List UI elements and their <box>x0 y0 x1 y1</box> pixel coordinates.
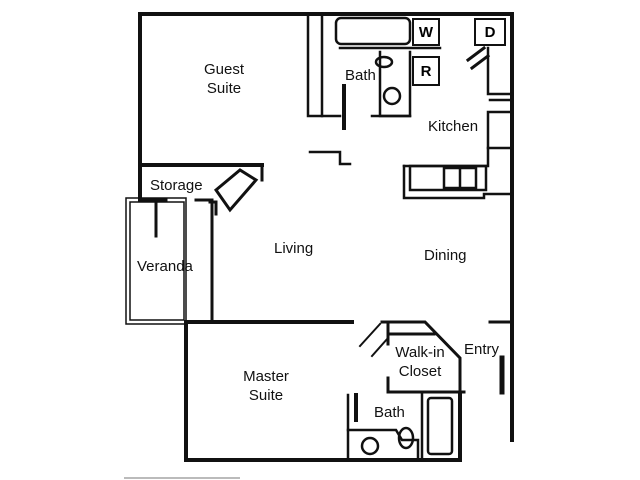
room-label-lower-bath: Bath <box>374 404 405 421</box>
washer-icon: W <box>412 18 440 46</box>
room-label-upper-bath: Bath <box>345 67 376 84</box>
room-label-walk-in-closet: Walk-in Closet <box>395 344 445 380</box>
veranda-outline <box>125 197 187 325</box>
entry-walls <box>488 320 514 395</box>
exterior-walls <box>138 12 514 462</box>
guest-closet <box>306 12 352 166</box>
refrigerator-icon: R <box>412 56 440 86</box>
room-label-living: Living <box>274 240 314 257</box>
room-label-storage: Storage <box>150 177 203 194</box>
room-label-master-suite: Master Suite <box>243 368 289 404</box>
room-label-veranda: Veranda <box>137 258 193 275</box>
lower-bath <box>346 390 454 462</box>
kitchen-walls <box>402 45 514 200</box>
room-label-dining: Dining <box>424 247 467 264</box>
room-label-guest-suite: Guest Suite <box>203 61 245 97</box>
walk-in-closet <box>358 320 466 397</box>
storage-walls <box>138 163 264 324</box>
room-label-kitchen: Kitchen <box>428 118 479 135</box>
room-label-entry: Entry <box>464 341 500 358</box>
upper-bath <box>334 16 442 118</box>
dryer-icon: D <box>474 18 506 46</box>
